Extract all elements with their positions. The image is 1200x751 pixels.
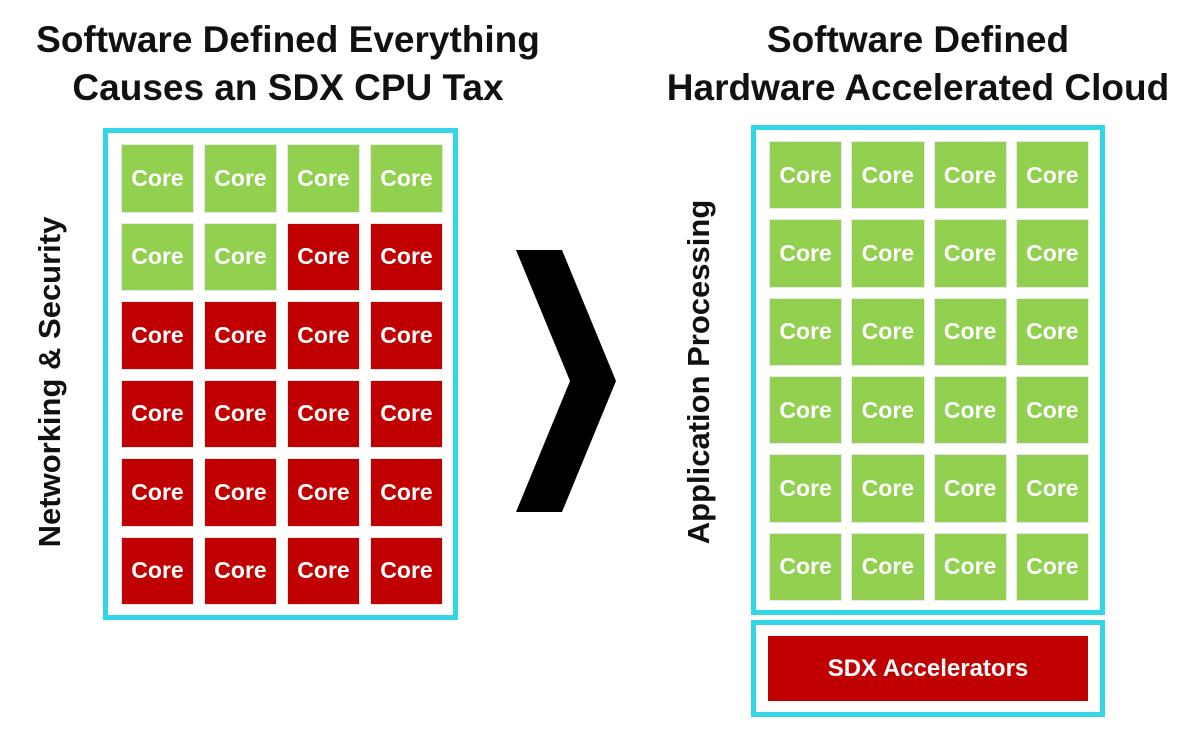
sdx-accelerators-box: SDX Accelerators — [768, 636, 1088, 701]
core-cell: Core — [769, 376, 843, 445]
core-cell: Core — [851, 532, 925, 601]
core-cell: Core — [204, 379, 277, 448]
application-processing-label: Application Processing — [681, 199, 716, 545]
core-cell: Core — [204, 301, 277, 370]
core-cell: Core — [121, 458, 194, 527]
core-cell: Core — [851, 297, 925, 366]
core-cell: Core — [370, 536, 443, 605]
left-title: Software Defined Everything Causes an SD… — [18, 16, 558, 112]
core-cell: Core — [287, 458, 360, 527]
core-cell: Core — [933, 532, 1007, 601]
core-cell: Core — [204, 536, 277, 605]
core-cell: Core — [1015, 454, 1089, 523]
core-cell: Core — [851, 376, 925, 445]
core-cell: Core — [851, 219, 925, 288]
core-cell: Core — [769, 141, 843, 210]
core-cell: Core — [1015, 532, 1089, 601]
core-cell: Core — [204, 144, 277, 213]
core-cell: Core — [1015, 297, 1089, 366]
core-cell: Core — [287, 379, 360, 448]
core-cell: Core — [370, 301, 443, 370]
core-cell: Core — [121, 301, 194, 370]
core-cell: Core — [370, 458, 443, 527]
core-cell: Core — [287, 144, 360, 213]
core-cell: Core — [933, 297, 1007, 366]
core-cell: Core — [1015, 376, 1089, 445]
core-cell: Core — [933, 376, 1007, 445]
core-cell: Core — [287, 222, 360, 291]
chevron-shape — [516, 250, 616, 512]
right-title-line1: Software Defined — [766, 19, 1070, 60]
chevron-right-icon — [516, 250, 616, 512]
core-cell: Core — [287, 301, 360, 370]
core-cell: Core — [370, 222, 443, 291]
core-cell: Core — [121, 222, 194, 291]
core-cell: Core — [933, 141, 1007, 210]
core-cell: Core — [204, 458, 277, 527]
core-cell: Core — [1015, 219, 1089, 288]
core-cell: Core — [121, 379, 194, 448]
core-cell: Core — [769, 532, 843, 601]
right-title-line2: Hardware Accelerated Cloud — [666, 67, 1170, 108]
core-cell: Core — [1015, 141, 1089, 210]
core-cell: Core — [933, 454, 1007, 523]
core-cell: Core — [933, 219, 1007, 288]
core-cell: Core — [851, 141, 925, 210]
left-title-line1: Software Defined Everything — [36, 19, 540, 60]
networking-security-label: Networking & Security — [32, 216, 67, 548]
core-cell: Core — [769, 454, 843, 523]
core-cell: Core — [769, 219, 843, 288]
core-cell: Core — [370, 379, 443, 448]
core-cell: Core — [287, 536, 360, 605]
left-title-line2: Causes an SDX CPU Tax — [72, 67, 504, 108]
right-title: Software Defined Hardware Accelerated Cl… — [648, 16, 1188, 112]
core-cell: Core — [769, 297, 843, 366]
core-cell: Core — [851, 454, 925, 523]
core-cell: Core — [204, 222, 277, 291]
core-cell: Core — [370, 144, 443, 213]
core-cell: Core — [121, 144, 194, 213]
core-cell: Core — [121, 536, 194, 605]
